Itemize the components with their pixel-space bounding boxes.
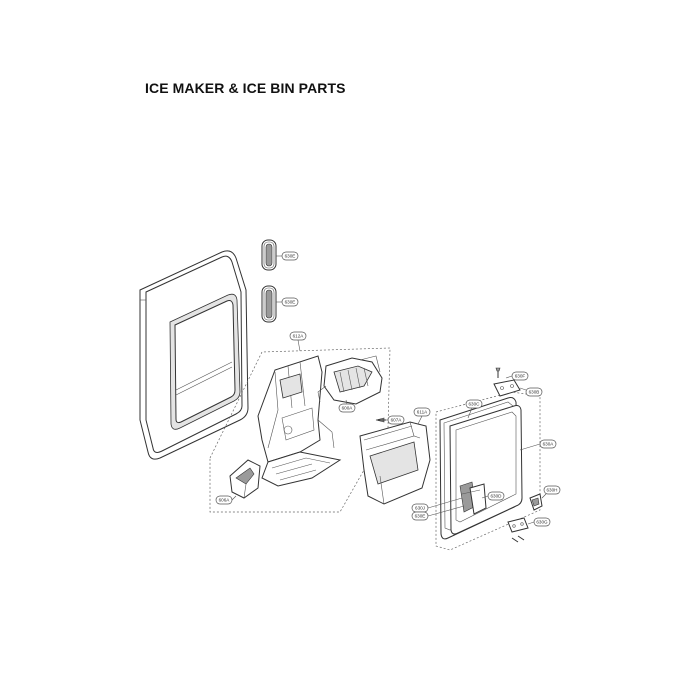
- callout-630e-low-label: 630E: [415, 514, 426, 519]
- callout-630c-label: 630C: [469, 402, 481, 407]
- callout-630a-label: 630A: [543, 442, 555, 447]
- top-hinge: [493, 367, 527, 397]
- callout-630j: 630J: [411, 503, 429, 513]
- screw-607a: [375, 417, 390, 423]
- callout-611a: 611A: [413, 407, 431, 417]
- callout-630e-mid-label: 630E: [285, 300, 296, 305]
- callout-630b-label: 630B: [529, 390, 540, 395]
- roller-upper: [261, 239, 282, 271]
- bracket-606a: [229, 459, 261, 501]
- assembly-612a-boundary: [209, 339, 391, 513]
- roller-lower: [261, 285, 282, 323]
- callout-630j-label: 630J: [415, 506, 425, 511]
- callout-612a-label: 612A: [293, 334, 305, 339]
- side-bracket-630h: [529, 493, 547, 511]
- callout-630d: 630D: [487, 491, 505, 501]
- callout-630e-mid: 630E: [281, 297, 299, 307]
- callout-630g-label: 630G: [536, 520, 548, 525]
- callout-630f: 630F: [511, 371, 529, 381]
- callout-607a: 607A: [387, 415, 405, 425]
- callout-630f-label: 630F: [515, 374, 526, 379]
- callout-630a: 630A: [539, 439, 557, 449]
- bottom-hinge: [507, 517, 535, 543]
- ice-door-boundary: [435, 391, 541, 551]
- door-liner: [139, 250, 249, 460]
- callout-630e-low: 630E: [411, 511, 429, 521]
- callout-600a-label: 600A: [342, 406, 354, 411]
- callout-606a: 606A: [215, 495, 233, 505]
- callout-606a-label: 606A: [219, 498, 231, 503]
- callout-630c: 630C: [465, 399, 483, 409]
- callout-630h-label: 630H: [547, 488, 558, 493]
- leader-lines: [427, 407, 541, 517]
- ice-maker-housing: [257, 355, 342, 487]
- callout-630d-label: 630D: [491, 494, 503, 499]
- callout-630e-top-label: 630E: [285, 254, 296, 259]
- diagram-title: ICE MAKER & ICE BIN PARTS: [145, 80, 346, 96]
- callout-612a: 612A: [289, 331, 307, 341]
- callout-630e-top: 630E: [281, 251, 299, 261]
- callout-630h: 630H: [543, 485, 561, 495]
- callout-600a: 600A: [338, 403, 356, 413]
- callout-611a-label: 611A: [417, 410, 428, 415]
- callout-630g: 630G: [533, 517, 551, 527]
- ice-door-panel: [449, 405, 523, 535]
- callout-630b: 630B: [525, 387, 543, 397]
- callout-607a-label: 607A: [391, 418, 403, 423]
- door-lever: [459, 481, 487, 515]
- ice-bin: [359, 415, 431, 505]
- ice-maker-unit: [317, 355, 383, 405]
